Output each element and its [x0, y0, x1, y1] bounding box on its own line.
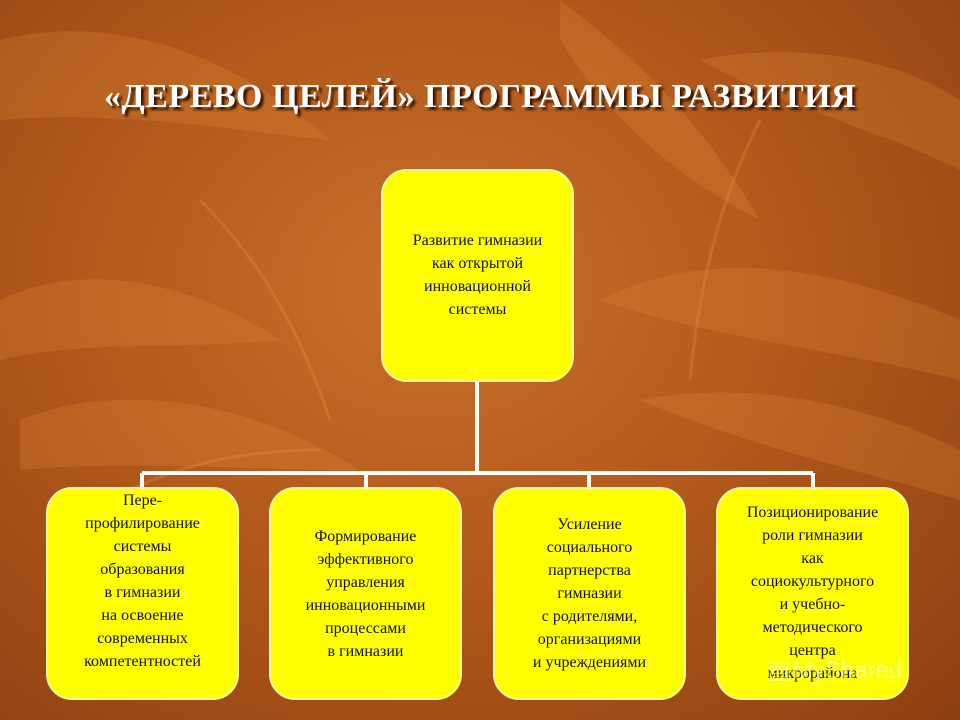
subgoal-node-2: Формирование эффективного управления инн…: [269, 487, 462, 700]
subgoal-node-4: Позиционирование роли гимназии как социо…: [716, 487, 909, 700]
watermark: ▤MyShared: [768, 656, 902, 685]
subgoal-text-3: Усиление социального партнерства гимнази…: [532, 516, 647, 671]
subgoal-text-1: Пере- профилирование системы образования…: [84, 492, 201, 670]
subgoal-node-1: Пере- профилирование системы образования…: [46, 487, 239, 700]
presentation-icon: ▤: [768, 657, 791, 684]
page-title: «ДЕРЕВО ЦЕЛЕЙ» ПРОГРАММЫ РАЗВИТИЯ: [103, 78, 857, 115]
subgoal-node-3: Усиление социального партнерства гимнази…: [493, 487, 686, 700]
subgoal-text-4: Позиционирование роли гимназии как социо…: [746, 504, 879, 682]
watermark-text: MyShared: [792, 657, 903, 684]
root-goal-node: Развитие гимназии как открытой инновацио…: [381, 169, 574, 382]
subgoal-text-2: Формирование эффективного управления инн…: [305, 528, 426, 660]
root-goal-text: Развитие гимназии как открытой инновацио…: [412, 232, 543, 318]
